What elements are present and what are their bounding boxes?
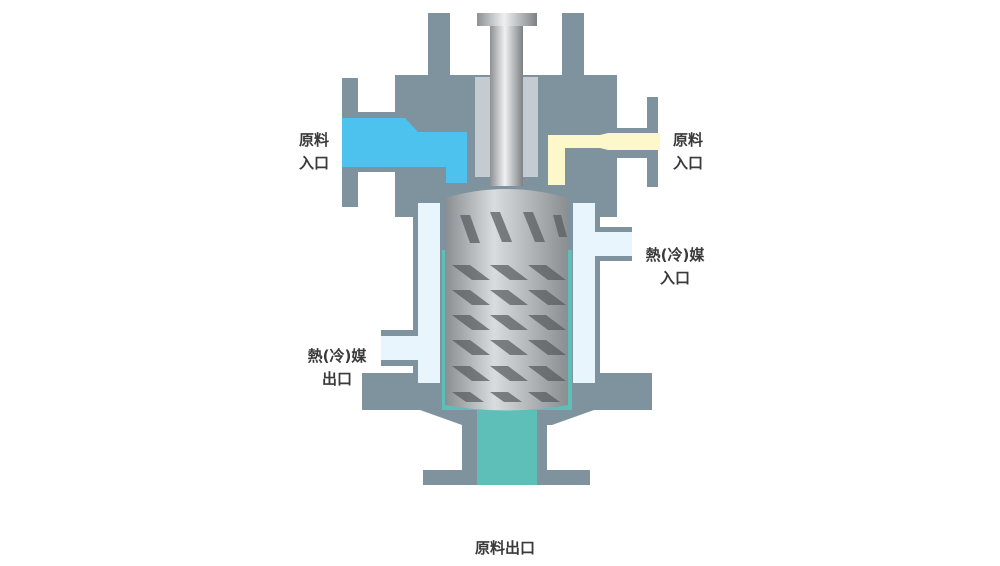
feed-inlet-left-label: 原料 入口 <box>292 129 336 175</box>
label-line: 熱(冷)媒 <box>645 246 705 264</box>
product-outlet-channel <box>477 405 537 485</box>
label-line: 入口 <box>672 154 703 172</box>
feed-outlet-label: 原料出口 <box>474 539 535 557</box>
label-line: 熱(冷)媒 <box>307 347 367 365</box>
label-line: 出口 <box>321 370 352 388</box>
shaft <box>490 26 523 186</box>
rotor <box>445 189 568 411</box>
medium-outlet-pipe <box>381 336 421 360</box>
feed-inlet-right-channel <box>548 133 660 185</box>
label-line: 入口 <box>298 154 329 172</box>
jacket-right <box>573 203 595 383</box>
shaft-cap <box>477 13 537 26</box>
medium-inlet-pipe <box>593 232 632 256</box>
feed-inlet-left-channel <box>342 118 467 183</box>
feed-inlet-right-label: 原料 入口 <box>666 129 710 175</box>
medium-outlet-label: 熱(冷)媒 出口 <box>302 345 372 391</box>
jacket-left <box>418 203 440 383</box>
medium-inlet-label: 熱(冷)媒 入口 <box>640 244 710 290</box>
label-line: 入口 <box>659 269 690 287</box>
label-line: 原料 <box>298 131 329 149</box>
label-line: 原料 <box>672 131 703 149</box>
